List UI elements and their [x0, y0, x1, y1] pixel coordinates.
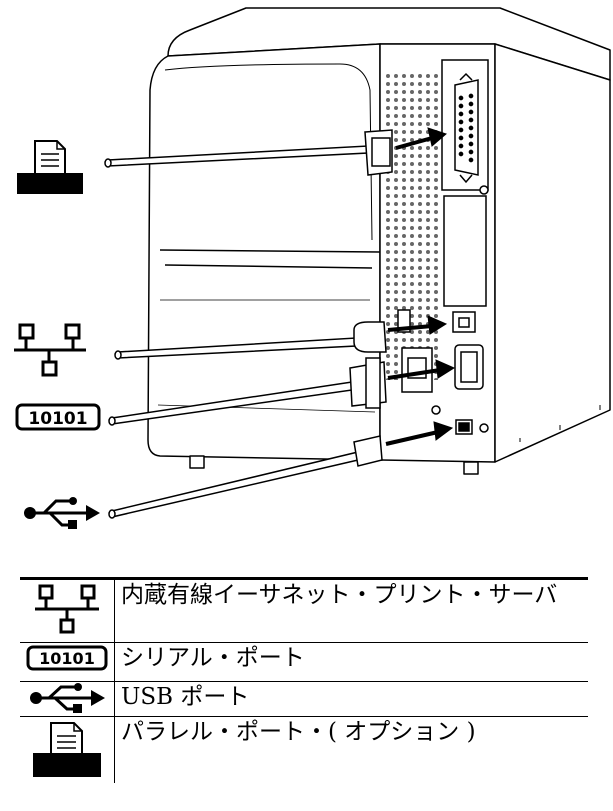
legend-row-serial: 10101 シリアル・ポート: [20, 642, 588, 682]
serial-glyph-text: 10101: [28, 409, 87, 429]
legend-icon-cell: [20, 681, 115, 717]
legend-label: USB ポート: [114, 681, 588, 717]
legend-label: 内蔵有線イーサネット・プリント・サーバ: [114, 577, 588, 643]
usb-cable: [111, 451, 359, 518]
printer-rear-connection-diagram: 10101: [14, 7, 611, 529]
port-legend-table: 内蔵有線イーサネット・プリント・サーバ 10101 シリアル・ポート: [20, 577, 588, 783]
serial-glyph-text: 10101: [39, 649, 95, 668]
legend-icon-cell: [20, 577, 115, 643]
legend-row-usb: USB ポート: [20, 681, 588, 717]
vent-grille: [386, 70, 442, 380]
legend-icon-cell: 10101: [20, 642, 115, 682]
serial-10101-icon: 10101: [26, 645, 108, 671]
legend-label: シリアル・ポート: [114, 642, 588, 682]
rear-ports: [397, 185, 489, 435]
legend-icon-cell: [20, 716, 115, 783]
serial-10101-icon: 10101: [15, 403, 101, 431]
usb-icon: [30, 683, 105, 713]
ethernet-network-icon: [14, 323, 86, 377]
parallel-port-slot: [441, 59, 489, 307]
connection-arrows: [385, 127, 456, 446]
usb-icon: [24, 497, 100, 529]
legend-row-parallel: パラレル・ポート・( オプション ): [20, 716, 588, 783]
ethernet-network-icon: [35, 584, 99, 634]
legend-row-ethernet: 内蔵有線イーサネット・プリント・サーバ: [20, 577, 588, 643]
parallel-printer-icon: [33, 722, 101, 777]
legend-label: パラレル・ポート・( オプション ): [121, 719, 476, 745]
cables: [104, 129, 393, 519]
parallel-printer-icon: [17, 140, 83, 194]
